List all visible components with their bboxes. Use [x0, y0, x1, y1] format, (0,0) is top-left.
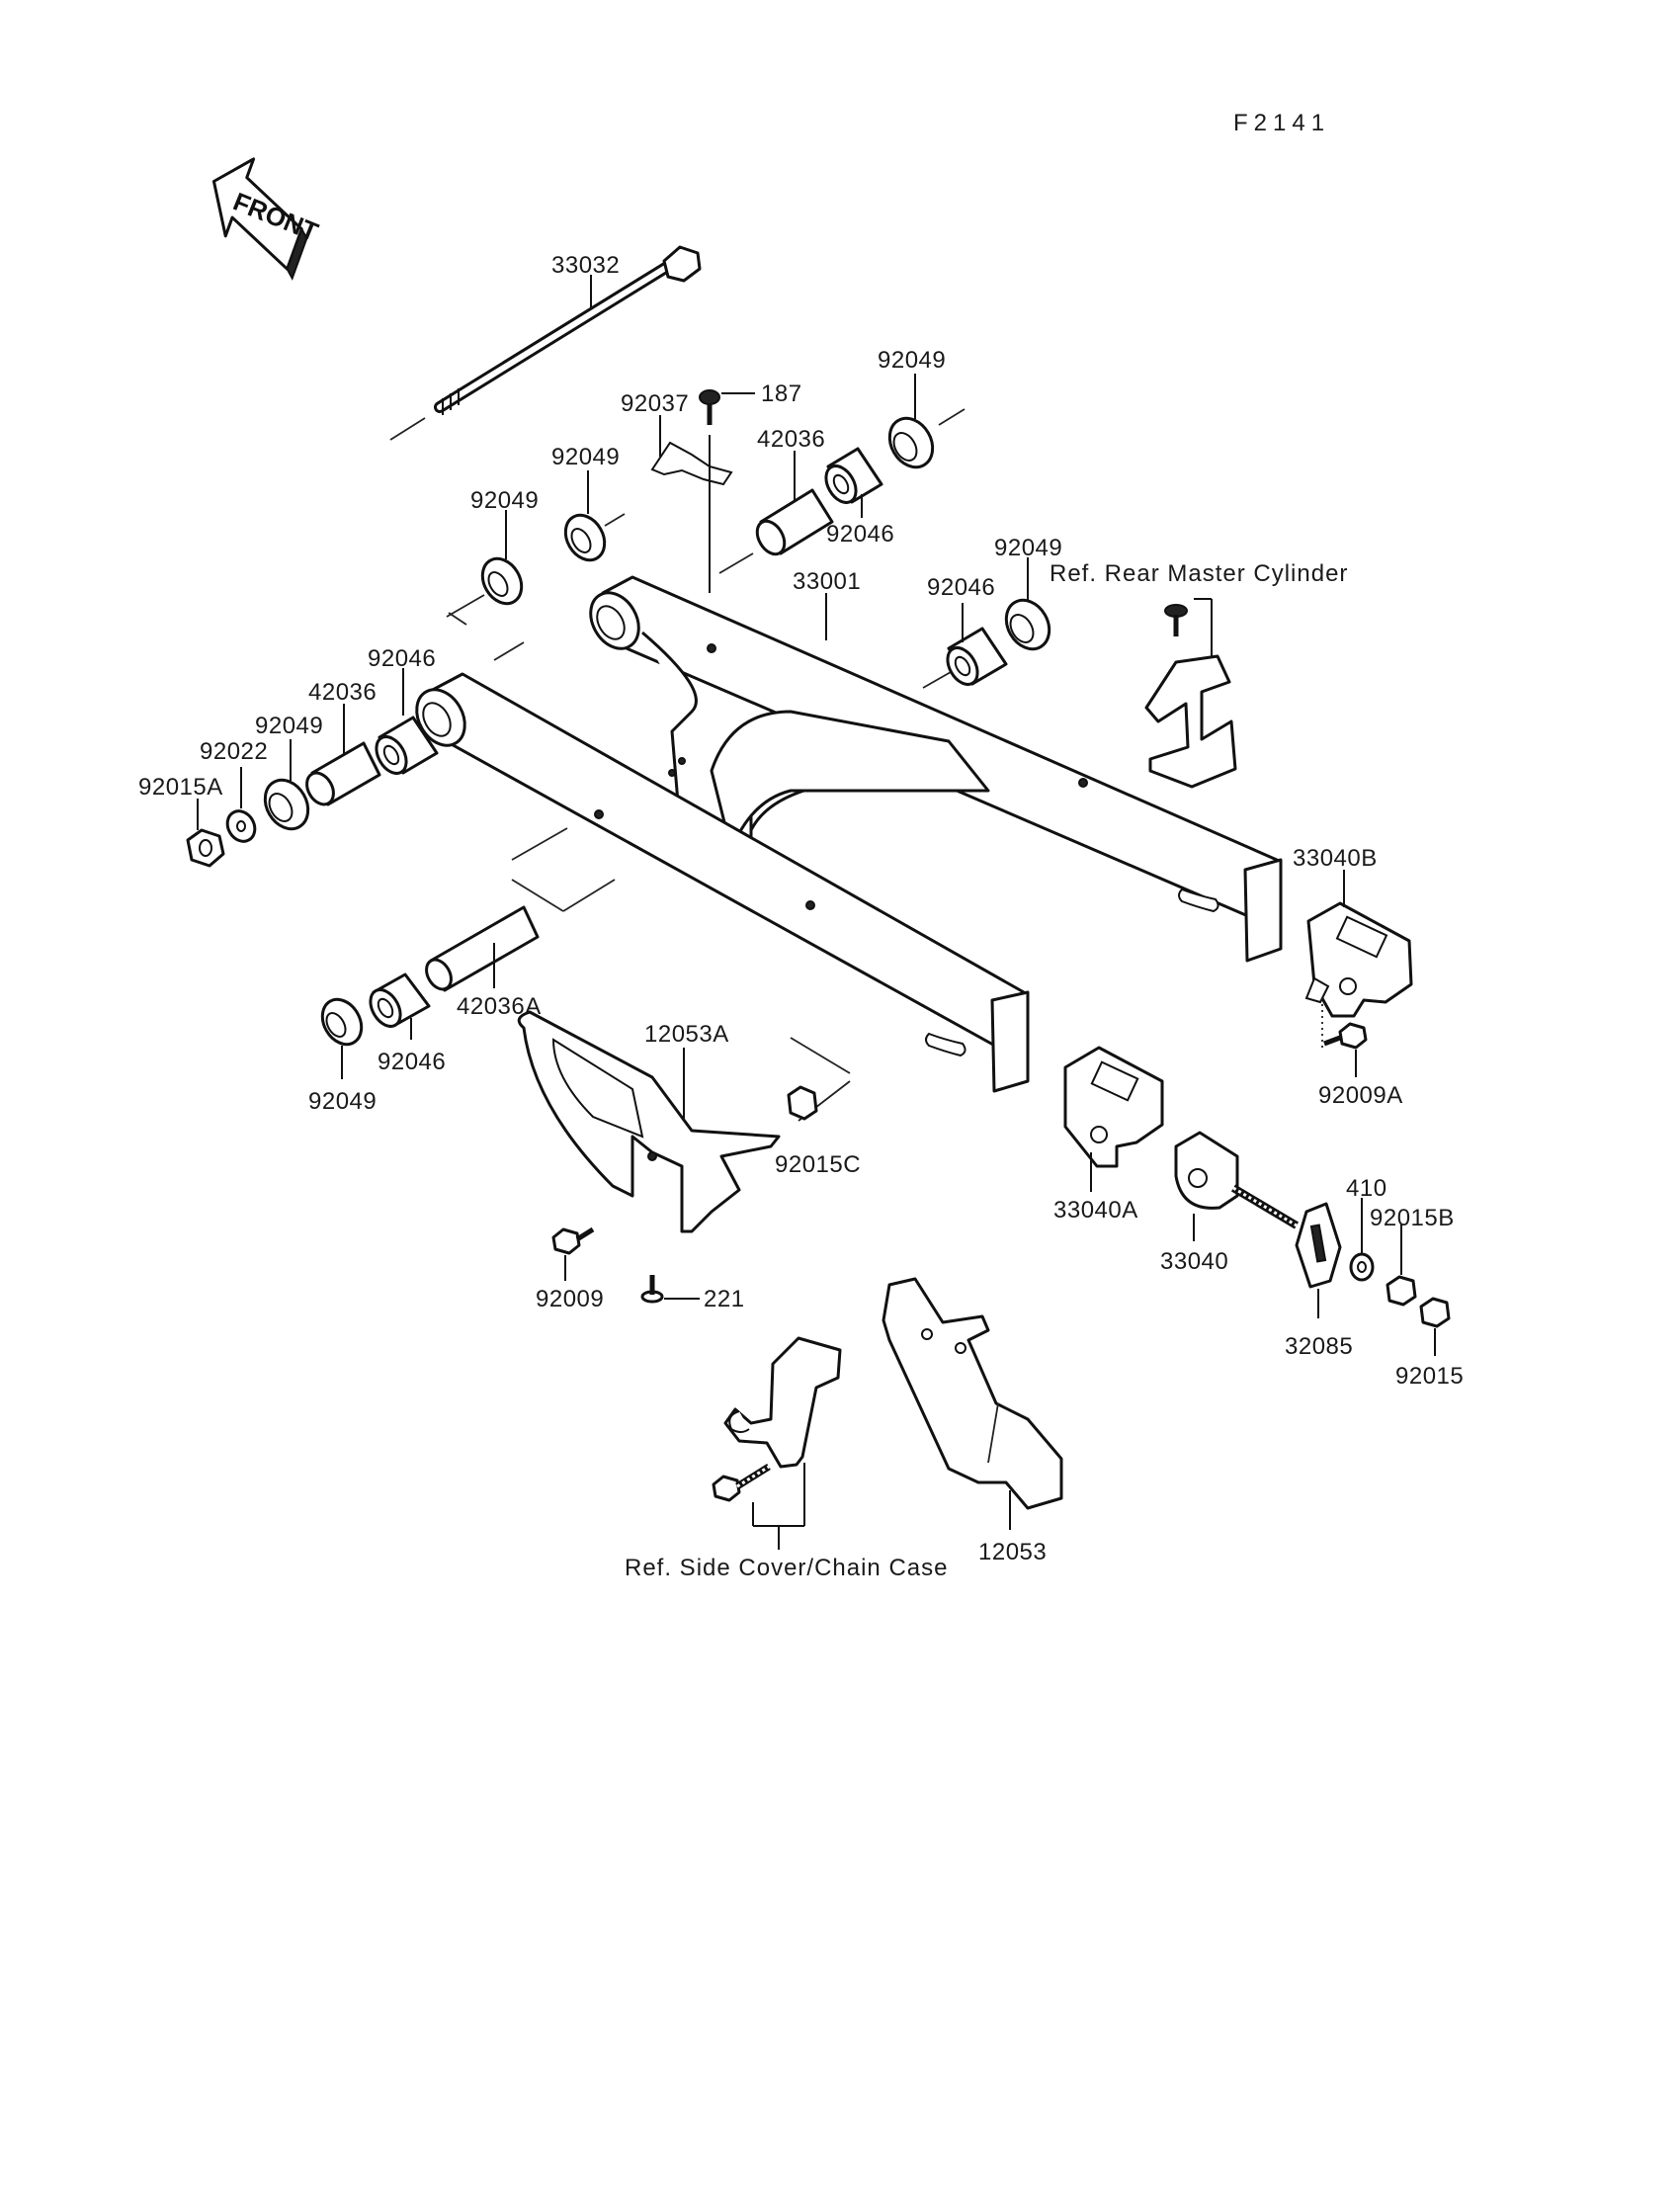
- seal-92049-left: [480, 556, 524, 606]
- label-92015C: 92015C: [775, 1151, 861, 1178]
- bearing-92046-top: [824, 447, 883, 504]
- bearing-92046-right: [946, 627, 1008, 686]
- bolt-92009: [551, 1226, 595, 1255]
- label-32085: 32085: [1285, 1333, 1353, 1360]
- label-92049-right: 92049: [994, 535, 1062, 561]
- bracket-side-cover: [712, 1336, 842, 1502]
- washer-410: [1349, 1252, 1375, 1282]
- pivot-shaft-33032: [389, 245, 702, 441]
- ref-side-cover-chain-case: Ref. Side Cover/Chain Case: [625, 1555, 948, 1581]
- label-92015: 92015: [1395, 1363, 1464, 1390]
- front-arrow-icon: FRONT: [211, 157, 322, 281]
- seal-92049-bottom: [320, 997, 364, 1047]
- seal-92049-farleft: [263, 778, 310, 831]
- label-92046-left: 92046: [368, 645, 436, 672]
- nut-92015A: [186, 828, 225, 868]
- label-92049-left: 92049: [470, 487, 539, 514]
- label-92037: 92037: [621, 390, 689, 417]
- label-33040A: 33040A: [1053, 1197, 1138, 1224]
- figure-code: F2141: [1233, 110, 1330, 136]
- label-410: 410: [1346, 1175, 1387, 1202]
- screw-221: [640, 1275, 664, 1304]
- bearing-92046-bottom: [369, 972, 431, 1028]
- label-221: 221: [704, 1286, 745, 1312]
- label-92009A: 92009A: [1318, 1082, 1403, 1109]
- chain-guard-12053: [882, 1277, 1063, 1510]
- label-92046-bottom: 92046: [378, 1049, 446, 1075]
- bracket-rear-master: [1144, 654, 1237, 789]
- bushing-42036A: [425, 905, 540, 992]
- bolt-rear-master: [1164, 604, 1188, 636]
- label-92046-top: 92046: [826, 521, 894, 548]
- label-92009: 92009: [536, 1286, 604, 1312]
- clip-92037: [650, 441, 733, 486]
- label-92049-mid: 92049: [551, 444, 620, 470]
- label-33040B: 33040B: [1293, 845, 1378, 872]
- washer-92022: [225, 809, 257, 843]
- plate-32085: [1295, 1202, 1342, 1289]
- label-33040: 33040: [1160, 1248, 1228, 1275]
- label-33032: 33032: [551, 252, 620, 279]
- label-33001: 33001: [793, 568, 861, 595]
- label-187: 187: [761, 380, 802, 407]
- chain-guide-12053A: [517, 1010, 781, 1233]
- label-92049-top: 92049: [878, 347, 946, 374]
- bolt-92009A: [1323, 1022, 1368, 1050]
- bolt-187: [699, 389, 720, 425]
- label-92046-right: 92046: [927, 574, 995, 601]
- label-12053A: 12053A: [644, 1021, 729, 1048]
- nut-92015C: [787, 1085, 818, 1121]
- seal-92049-right: [1004, 598, 1051, 651]
- ref-rear-master-cylinder: Ref. Rear Master Cylinder: [1050, 560, 1348, 587]
- label-92022: 92022: [200, 738, 268, 765]
- label-92015B: 92015B: [1370, 1205, 1455, 1231]
- bearing-92046-left: [375, 716, 439, 775]
- seal-92049-top: [887, 416, 935, 469]
- label-92049-bottom: 92049: [308, 1088, 377, 1115]
- nut-92015B: [1386, 1275, 1417, 1307]
- adjuster-block-33040A: [1063, 1046, 1164, 1168]
- label-42036-top: 42036: [757, 426, 825, 453]
- bushing-42036-left: [305, 741, 381, 806]
- nut-92015: [1419, 1297, 1451, 1328]
- swingarm-33001: [415, 575, 1283, 1093]
- seal-92049-mid: [563, 513, 607, 562]
- bushing-42036-top: [755, 488, 834, 556]
- label-42036-left: 42036: [308, 679, 377, 706]
- adjuster-block-33040B: [1304, 901, 1413, 1018]
- adjuster-33040: [1174, 1131, 1300, 1229]
- label-12053: 12053: [978, 1539, 1047, 1565]
- label-92015A: 92015A: [138, 774, 223, 801]
- label-92049-farleft: 92049: [255, 713, 323, 739]
